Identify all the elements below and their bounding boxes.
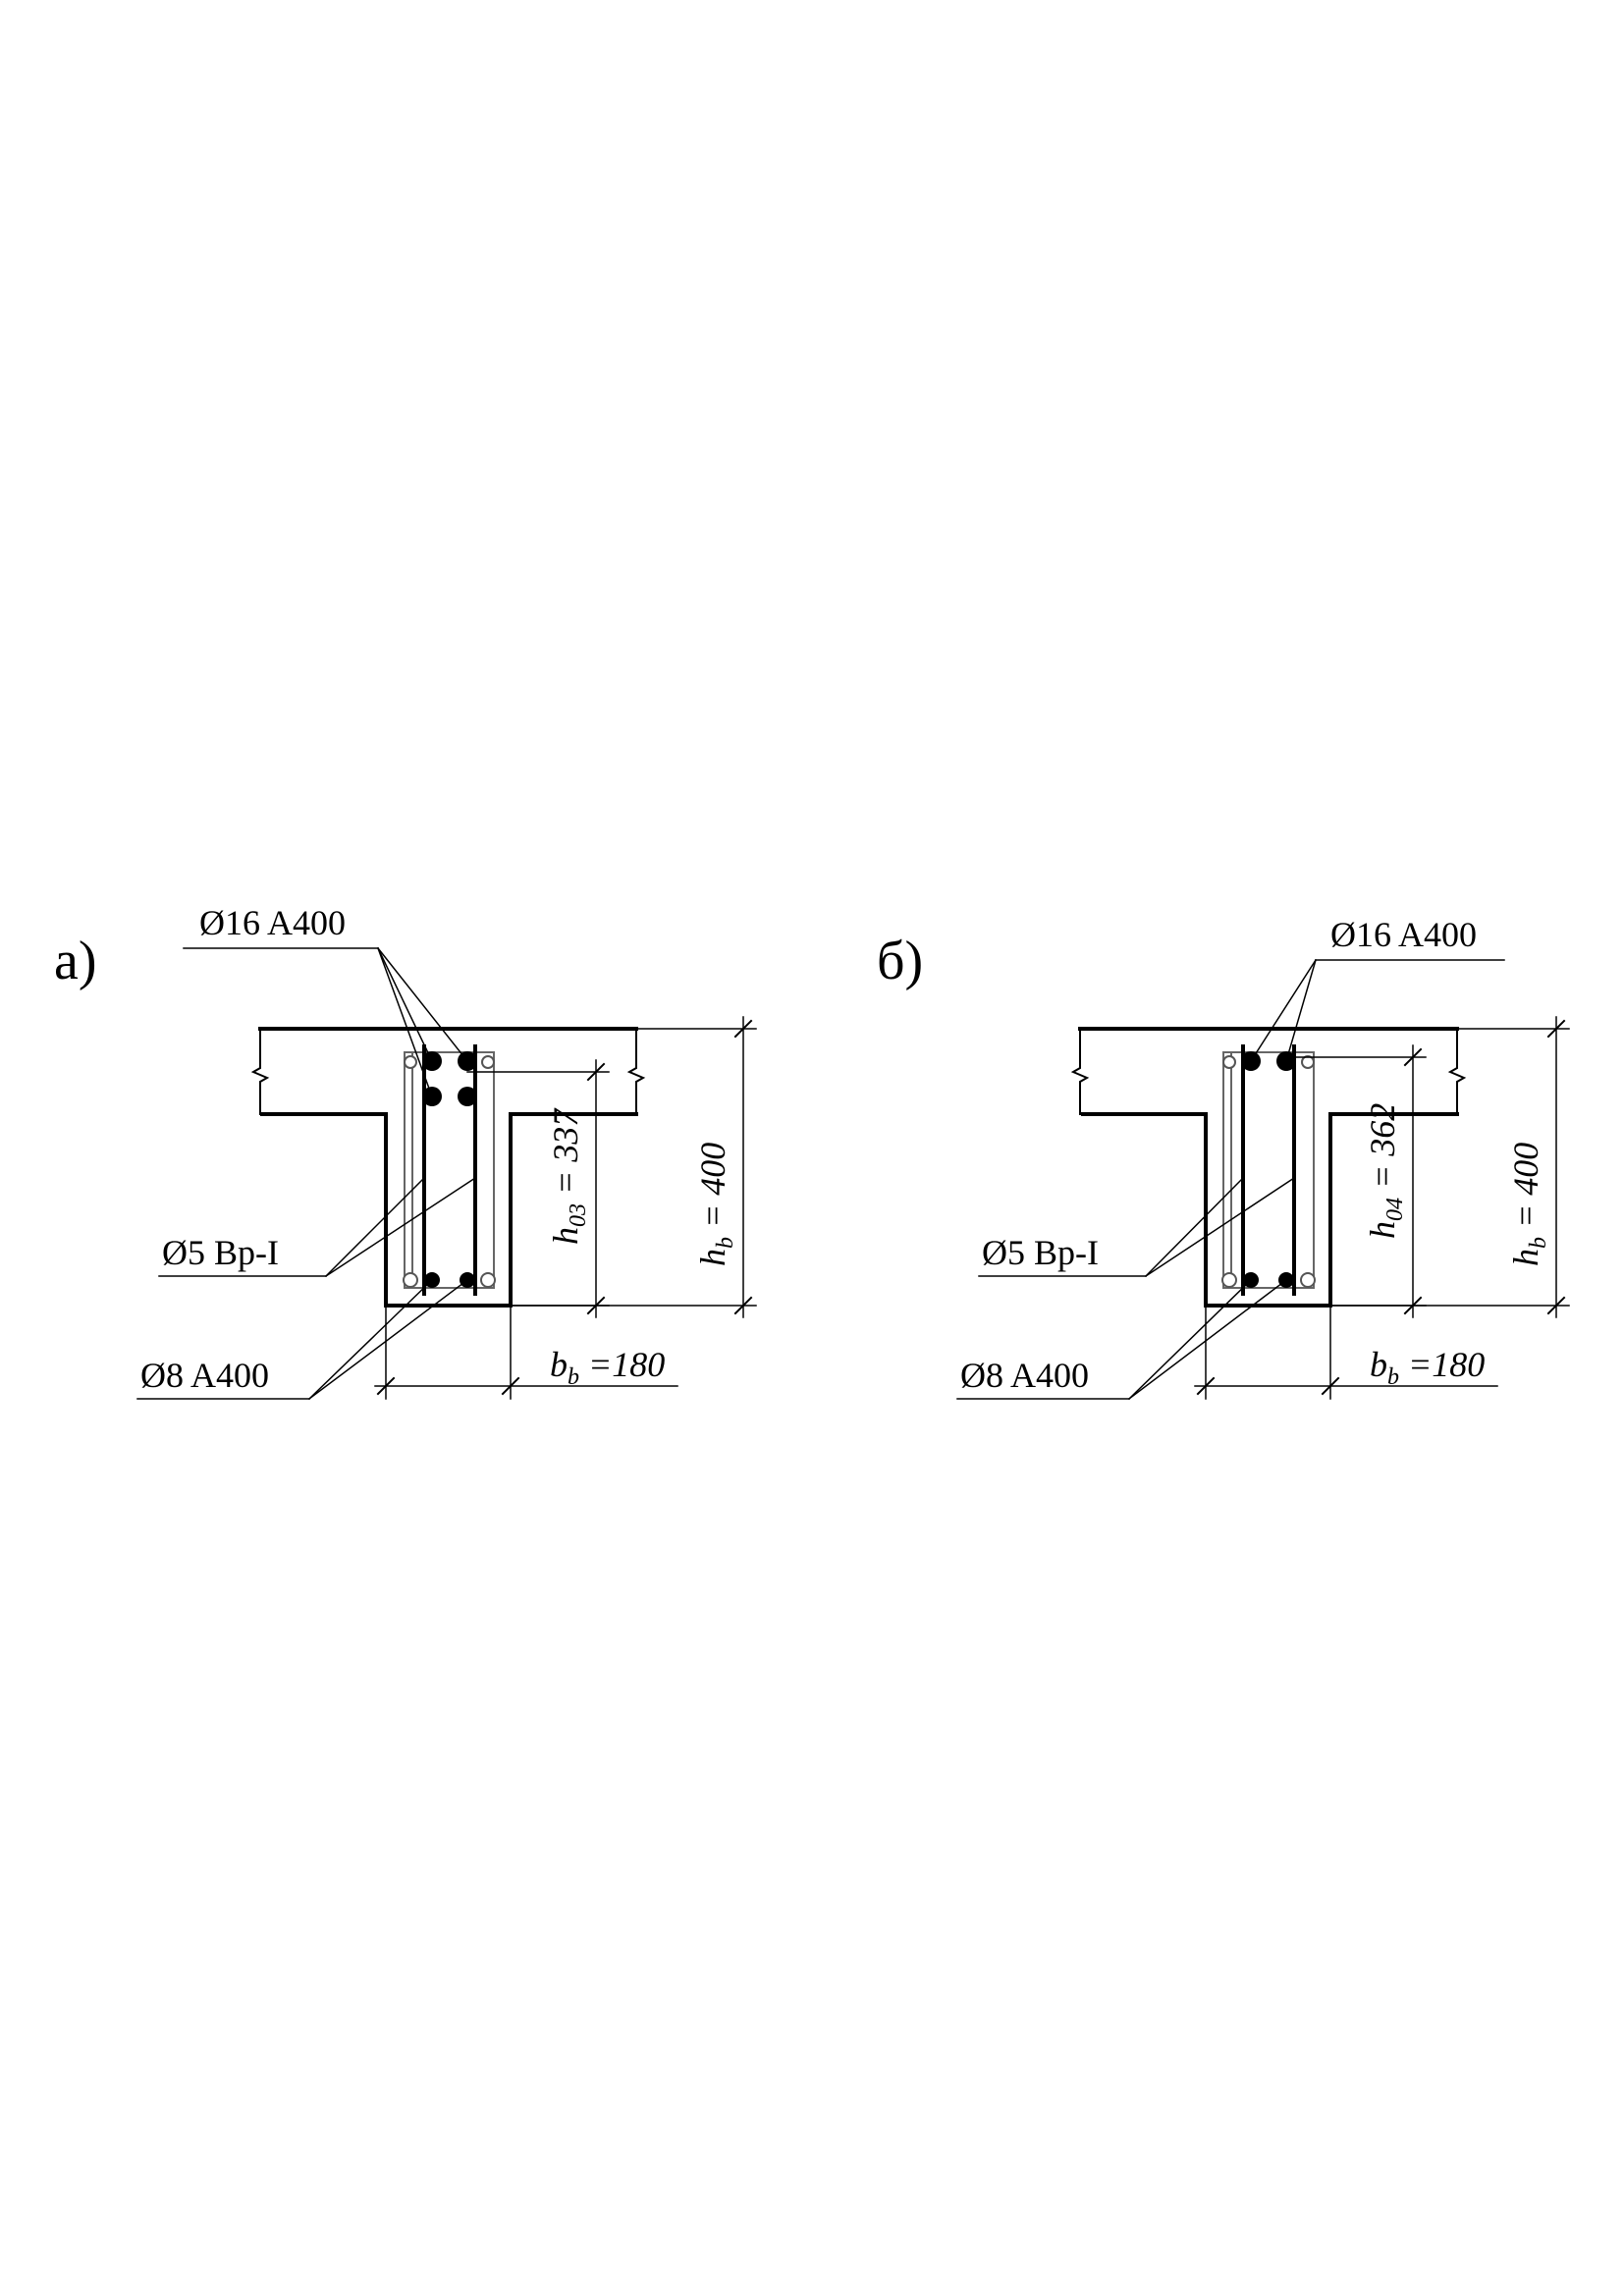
panel-a-bottom-bars-label: Ø8 A400 [140, 1356, 269, 1395]
panel-b-stirrup-right [1230, 1051, 1315, 1289]
panel-a-marker: а) [54, 931, 97, 991]
panel-a-top-bar [458, 1087, 477, 1106]
panel-b-corner-bar [1301, 1055, 1315, 1069]
panel-a-hb-dimension: hb = 400 [693, 1143, 738, 1266]
panel-b-bottom-bars-label: Ø8 A400 [960, 1356, 1089, 1395]
panel-a-corner-bar [481, 1055, 495, 1069]
panel-b: б) [877, 915, 1570, 1401]
panel-b-h0-dimension: h04 = 362 [1363, 1103, 1408, 1239]
panel-b-corner-bar [1221, 1272, 1237, 1288]
panel-a-dimensions [374, 1016, 757, 1400]
panel-b-stirrup-left [1222, 1051, 1315, 1289]
panel-b-leaders [956, 958, 1505, 1401]
panel-b-top-bars-label: Ø16 A400 [1330, 915, 1477, 954]
panel-a-bb-dimension: bb =180 [550, 1345, 665, 1390]
panel-a-h0-dimension: h03 = 337 [546, 1107, 591, 1245]
panel-a-corner-bar [403, 1272, 418, 1288]
panel-a-leaders [136, 946, 477, 1401]
panel-a-corner-bar [480, 1272, 496, 1288]
panel-a-stirrup-right [411, 1051, 495, 1289]
panel-b-corner-bar [1222, 1055, 1236, 1069]
panel-a-reinforcement [403, 1044, 496, 1296]
panel-b-dimensions [1194, 1016, 1570, 1400]
panel-a-corner-bar [404, 1055, 417, 1069]
panel-b-corner-bar [1300, 1272, 1316, 1288]
panel-b-stirrup-label: Ø5 Bp-I [982, 1233, 1099, 1272]
panel-a-section-outline [250, 1027, 646, 1308]
panel-a-stirrup-left [404, 1051, 495, 1289]
panel-a: а) [54, 903, 757, 1401]
panel-b-section-outline [1070, 1027, 1467, 1308]
panel-b-bb-dimension: bb =180 [1370, 1345, 1485, 1390]
panel-a-top-bars-label: Ø16 A400 [199, 903, 346, 942]
panel-b-hb-dimension: hb = 400 [1506, 1143, 1551, 1266]
panel-b-reinforcement [1221, 1044, 1316, 1296]
panel-a-stirrup-label: Ø5 Bp-I [162, 1233, 279, 1272]
panel-b-marker: б) [877, 931, 923, 991]
